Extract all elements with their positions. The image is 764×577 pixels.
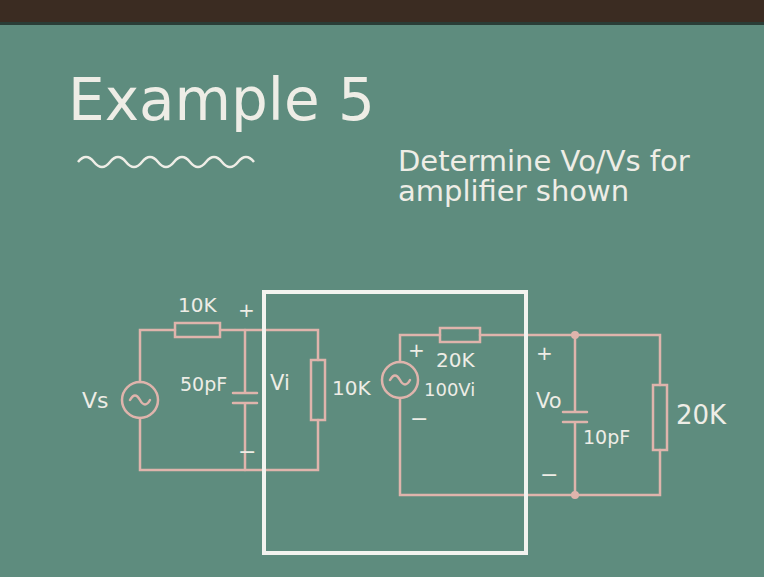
- polarity-sign: +: [408, 340, 425, 361]
- junction-dot: [571, 491, 579, 499]
- capacitor-value: 10pF: [583, 428, 630, 448]
- junction-dot: [571, 331, 579, 339]
- polarity-sign: −: [540, 463, 558, 486]
- source-name: Vs: [82, 389, 109, 412]
- example-title: Example 5: [68, 70, 375, 131]
- capacitor-symbol: [233, 330, 257, 470]
- wire: [400, 335, 660, 495]
- resistor-symbol: [440, 328, 480, 342]
- board-frame: [0, 0, 764, 22]
- voltage-source-symbol: [122, 382, 158, 418]
- wire: [140, 330, 318, 470]
- resistor-value: 10K: [178, 295, 217, 316]
- dependent-source-symbol: [382, 362, 418, 398]
- resistor-symbol: [311, 360, 325, 420]
- resistor-value: 20K: [676, 402, 726, 429]
- source-value: 100Vi: [424, 381, 475, 400]
- resistor-symbol: [653, 385, 667, 450]
- ac-sign: [130, 396, 150, 405]
- signal-name: Vi: [270, 372, 290, 394]
- capacitor-symbol: [563, 335, 587, 495]
- problem-statement: Determine Vo/Vs for amplifier shown: [398, 146, 758, 207]
- polarity-sign: −: [238, 440, 256, 463]
- resistor-value: 10K: [332, 378, 371, 399]
- signal-name: Vo: [536, 390, 562, 412]
- resistor-value: 20K: [436, 350, 475, 371]
- polarity-sign: +: [536, 343, 553, 364]
- polarity-sign: +: [238, 300, 255, 321]
- capacitor-value: 50pF: [180, 375, 227, 395]
- ac-sign: [390, 376, 410, 385]
- amplifier-box: Vi 10K +20K 100Vi −: [262, 290, 528, 555]
- wavy-underline: [78, 157, 254, 167]
- polarity-sign: −: [410, 407, 428, 430]
- board-edge: [0, 22, 764, 25]
- resistor-symbol: [175, 323, 220, 337]
